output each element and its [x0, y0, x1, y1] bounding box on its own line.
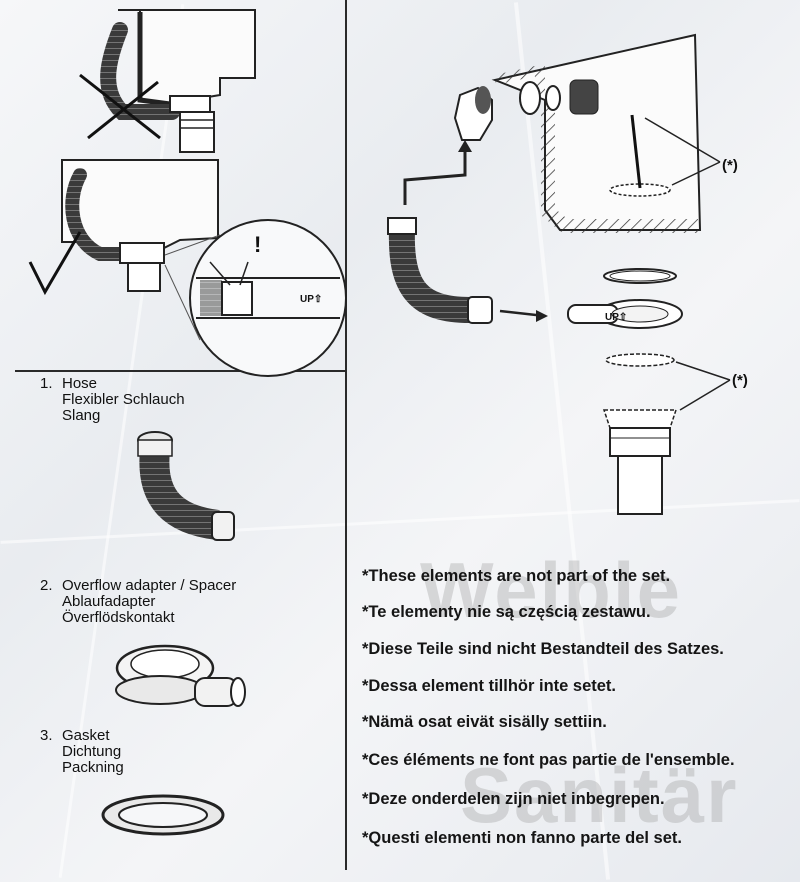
- item-name-en: Hose: [62, 375, 98, 392]
- product-gasket-image: [101, 794, 225, 836]
- item-number: 3.: [40, 727, 53, 744]
- asterisk-label-bottom: (*): [732, 372, 748, 389]
- item-name-en: Gasket: [62, 727, 110, 744]
- note-en: *These elements are not part of the set.: [362, 567, 671, 585]
- item-name-de: Flexibler Schlauch: [62, 391, 185, 408]
- column-divider: [345, 0, 347, 870]
- note-fr: *Ces éléments ne font pas partie de l'en…: [362, 751, 735, 769]
- item-number: 2.: [40, 577, 53, 594]
- section-divider: [15, 370, 345, 372]
- diagram-wrong-installation: [79, 9, 256, 153]
- item-spacer-label: 2. Overflow adapter / Spacer Ablaufadapte…: [40, 578, 236, 626]
- up-marker: UP⇧: [300, 294, 322, 305]
- item-gasket-label: 3. Gasket Dichtung Packning: [40, 728, 124, 776]
- up-marker-spacer: UP⇧: [605, 312, 627, 323]
- note-it: *Questi elementi non fanno parte del set…: [362, 829, 682, 847]
- item-name-sv: Slang: [62, 407, 101, 424]
- warning-mark: !: [254, 232, 261, 257]
- diagram-drain-parts: UP⇧ (*): [567, 268, 748, 515]
- item-name-de: Ablaufadapter: [62, 593, 156, 610]
- item-hose-label: 1. Hose Flexibler Schlauch Slang: [40, 376, 185, 424]
- note-nl: *Deze onderdelen zijn niet inbegrepen.: [362, 790, 665, 808]
- asterisk-label-top: (*): [722, 157, 738, 174]
- product-hose-image: [137, 431, 235, 541]
- note-sv: *Dessa element tillhör inte setet.: [362, 677, 617, 695]
- item-name-de: Dichtung: [62, 743, 122, 760]
- item-name-en: Overflow adapter / Spacer: [62, 577, 237, 594]
- watermark-line-2: Sanitär: [460, 751, 739, 839]
- note-pl: *Te elementy nie są częścią zestawu.: [362, 603, 651, 621]
- watermark-line-1: Welble: [420, 546, 682, 634]
- diagram-correct-installation: UP⇧ !: [28, 159, 347, 377]
- item-name-sv: Packning: [62, 759, 124, 776]
- diagram-hose: [387, 217, 548, 324]
- item-number: 1.: [40, 375, 53, 392]
- note-fi: *Nämä osat eivät sisälly settiin.: [362, 713, 607, 731]
- product-spacer-image: [115, 644, 246, 707]
- diagram-bathtub-assembly: (*): [403, 33, 738, 233]
- note-de: *Diese Teile sind nicht Bestandteil des …: [362, 640, 724, 658]
- item-name-sv: Överflödskontakt: [62, 609, 175, 626]
